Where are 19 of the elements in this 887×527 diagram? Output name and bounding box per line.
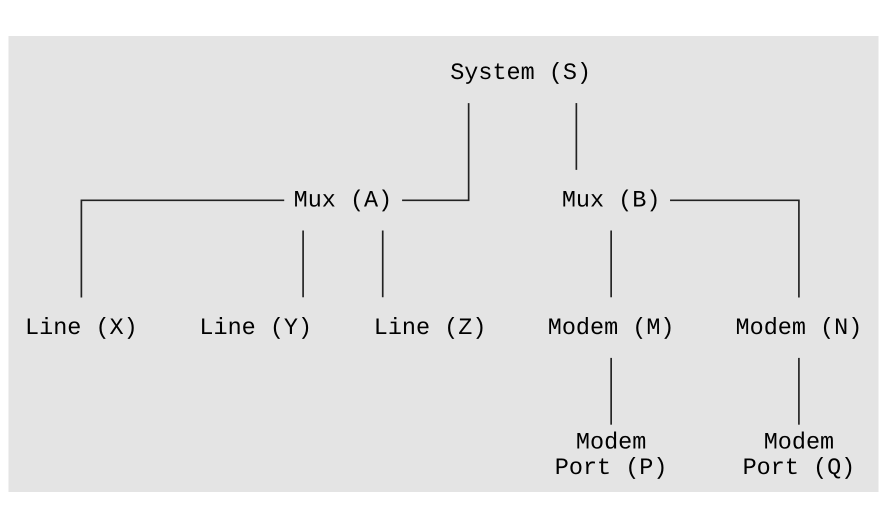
connector (402, 102, 470, 201)
connector (610, 230, 612, 297)
node-text: Modem Port (Q) (742, 429, 856, 482)
node-text: Modem (M) (548, 314, 675, 342)
node-text: Line (Z) (374, 314, 486, 342)
node-text: Modem Port (P) (554, 429, 668, 482)
connector (382, 230, 384, 297)
node-text: Line (Y) (199, 314, 312, 342)
node-text: Mux (A) (294, 186, 392, 214)
connector (610, 357, 612, 424)
connector (80, 198, 284, 298)
node-text: System (S) (450, 60, 592, 87)
node-text: Mux (B) (562, 186, 660, 214)
node-text: Line (X) (25, 314, 138, 342)
connector (576, 102, 578, 170)
node-text: Modem (N) (736, 314, 862, 342)
connector (798, 357, 800, 424)
connector (302, 230, 304, 297)
connector (670, 198, 800, 298)
